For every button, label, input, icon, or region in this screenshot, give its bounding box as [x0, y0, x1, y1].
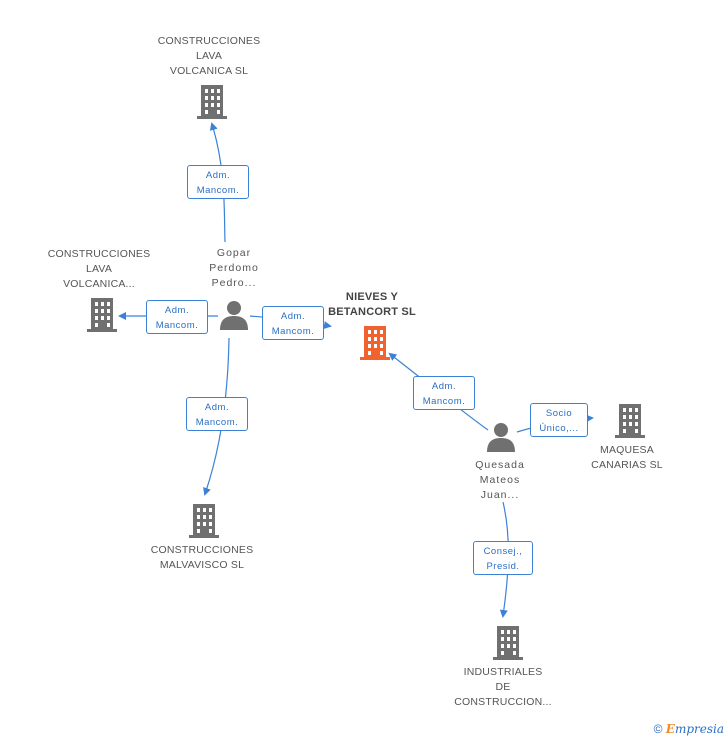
person-icon[interactable]: [219, 300, 249, 330]
edge-label-quesada-nieves[interactable]: Adm. Mancom.: [413, 376, 475, 410]
edge-label-gopar-lava-top[interactable]: Adm. Mancom.: [187, 165, 249, 199]
node-label-lava-volcanica-left[interactable]: CONSTRUCCIONES LAVA VOLCANICA...: [47, 248, 151, 290]
node-label-quesada[interactable]: Quesada Mateos Juan...: [475, 459, 525, 501]
building-icon[interactable]: [614, 404, 646, 438]
node-label-maquesa[interactable]: MAQUESA CANARIAS SL: [591, 444, 663, 471]
edge-label-quesada-maquesa[interactable]: Socio Único,...: [530, 403, 588, 437]
node-label-nieves[interactable]: NIEVES Y BETANCORT SL: [328, 291, 416, 318]
building-icon[interactable]: [196, 85, 228, 119]
node-label-industriales[interactable]: INDUSTRIALES DE CONSTRUCCION...: [454, 666, 552, 708]
node-label-lava-volcanica-top[interactable]: CONSTRUCCIONES LAVA VOLCANICA SL: [157, 35, 261, 77]
node-label-malvavisco[interactable]: CONSTRUCCIONES MALVAVISCO SL: [150, 544, 254, 571]
building-icon-primary[interactable]: [359, 326, 391, 360]
person-icon[interactable]: [486, 422, 516, 452]
node-label-gopar[interactable]: Gopar Perdomo Pedro...: [209, 247, 259, 289]
building-icon[interactable]: [492, 626, 524, 660]
brand-logo: Empresia: [665, 722, 724, 736]
footer-brand[interactable]: © Empresia: [654, 722, 724, 736]
copyright-icon: ©: [653, 722, 663, 736]
edge-label-gopar-lava-left[interactable]: Adm. Mancom.: [146, 300, 208, 334]
edge-label-quesada-industriales[interactable]: Consej., Presid.: [473, 541, 533, 575]
edge-label-gopar-nieves[interactable]: Adm. Mancom.: [262, 306, 324, 340]
edge-label-gopar-malvavisco[interactable]: Adm. Mancom.: [186, 397, 248, 431]
building-icon[interactable]: [86, 298, 118, 332]
building-icon[interactable]: [188, 504, 220, 538]
